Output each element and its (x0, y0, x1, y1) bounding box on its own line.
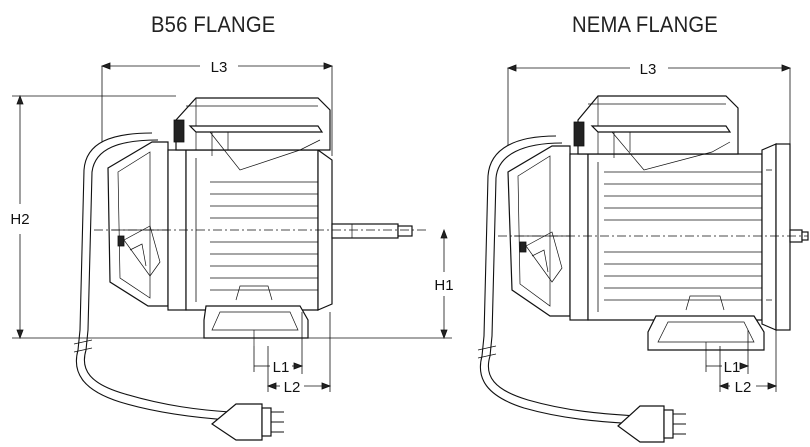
b56-terminal-box (173, 97, 331, 171)
nema-l3-label: L3 (640, 61, 657, 78)
b56-base (203, 285, 309, 346)
nema-plug (617, 405, 686, 443)
b56-shaft (331, 223, 413, 239)
b56-l2-label: L2 (284, 379, 301, 396)
b56-cooling-fins (195, 158, 318, 302)
nema-terminal-box (573, 95, 739, 171)
nema-flange-title: NEMA FLANGE (572, 12, 718, 37)
nema-cooling-fins (597, 162, 762, 312)
nema-base (647, 295, 765, 360)
b56-h1-label: H1 (434, 277, 453, 294)
nema-l1-label: L1 (724, 359, 741, 376)
b56-power-cord (75, 132, 231, 421)
b56-flange-title: B56 FLANGE (151, 12, 276, 37)
b56-l1-label: L1 (273, 359, 290, 376)
nema-l2-label: L2 (735, 379, 752, 396)
b56-l3-label: L3 (211, 59, 228, 76)
nema-flange-plate (761, 143, 791, 331)
b56-h2-label: H2 (10, 211, 29, 228)
nema-motor-drawing: L3 L1 L2 (477, 61, 809, 443)
b56-motor-drawing: L3 H2 H1 L1 L2 (10, 59, 454, 441)
b56-plug (210, 403, 284, 441)
nema-power-cord (479, 135, 637, 425)
